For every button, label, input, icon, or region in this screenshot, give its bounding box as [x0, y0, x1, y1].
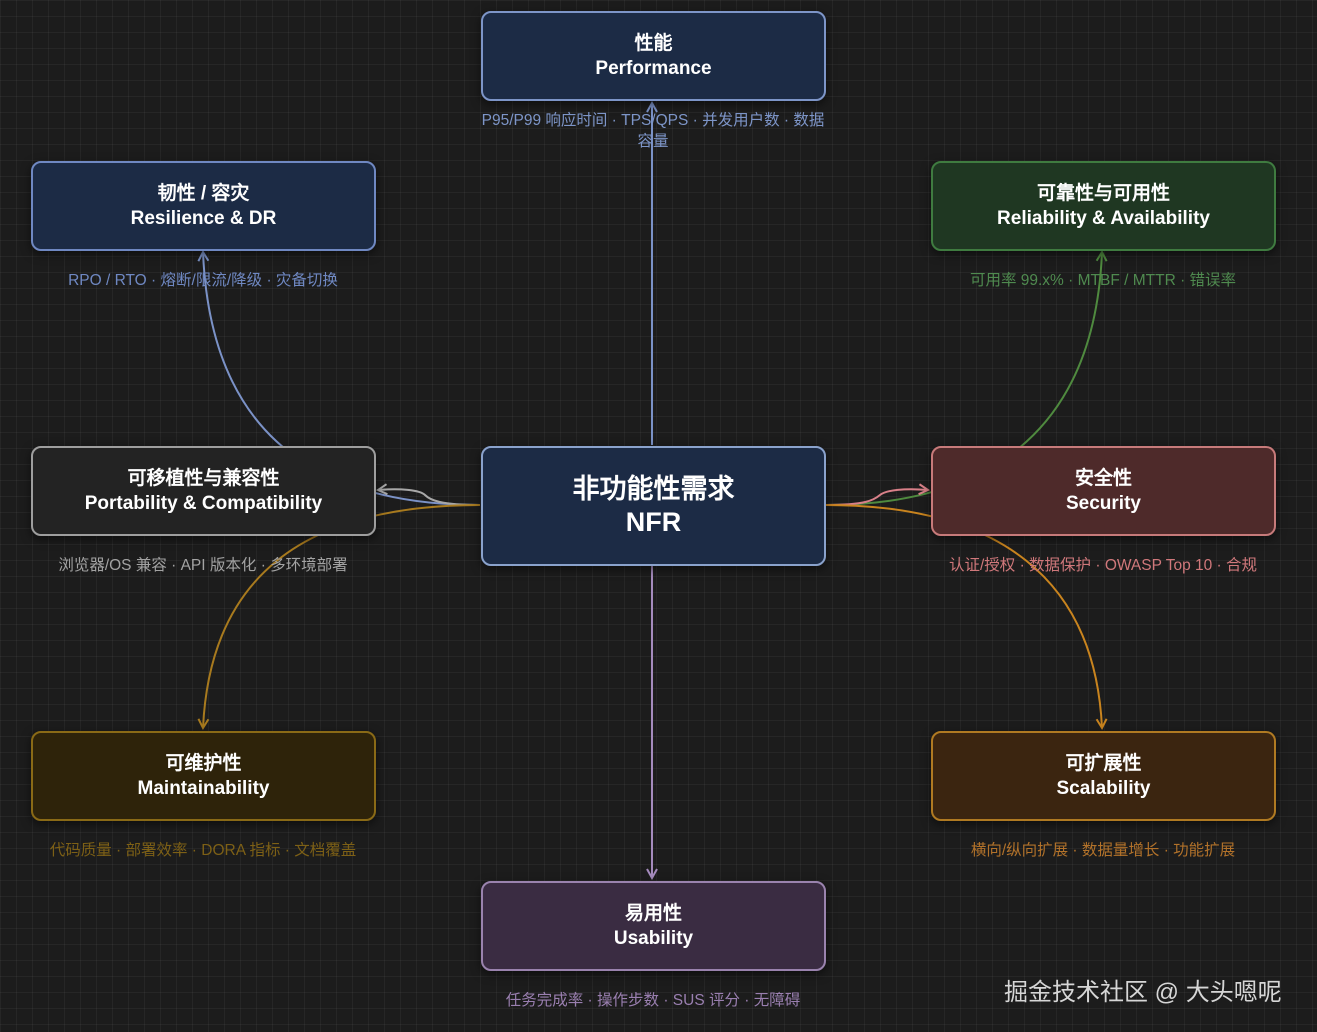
performance-node[interactable]: 性能 Performance [481, 11, 826, 101]
scalability-metrics: 横向/纵向扩展 · 数据量增长 · 功能扩展 [970, 842, 1236, 859]
resilience-title-en: Resilience & DR [130, 208, 277, 229]
reliability-title-en: Reliability & Availability [997, 208, 1210, 229]
maintainability-metrics: 代码质量 · 部署效率 · DORA 指标 · 文档覆盖 [49, 842, 357, 859]
portability-title-zh: 可移植性与兼容性 [127, 468, 280, 489]
resilience-metrics: RPO / RTO · 熔断/限流/降级 · 灾备切换 [68, 272, 338, 289]
reliability-metrics: 可用率 99.x% · MTBF / MTTR · 错误率 [969, 272, 1237, 289]
portability-title-en: Portability & Compatibility [84, 493, 323, 514]
resilience-node[interactable]: 韧性 / 容灾 Resilience & DR [31, 161, 376, 251]
security-title-en: Security [1066, 493, 1141, 514]
performance-metrics: P95/P99 响应时间 · TPS/QPS · 并发用户数 · 数据容量 [481, 112, 825, 150]
edge-to-security [825, 489, 928, 506]
security-metrics: 认证/授权 · 数据保护 · OWASP Top 10 · 合规 [948, 557, 1258, 574]
usability-title-en: Usability [613, 928, 694, 949]
watermark-text: 掘金技术社区 @ 大头嗯呢 [1004, 979, 1282, 1006]
edge-to-scalability [825, 504, 1102, 728]
security-title-zh: 安全性 [1074, 468, 1132, 489]
portability-metrics: 浏览器/OS 兼容 · API 版本化 · 多环境部署 [58, 557, 348, 574]
security-node[interactable]: 安全性 Security [931, 446, 1276, 536]
center-title-en: NFR [625, 507, 682, 537]
reliability-node[interactable]: 可靠性与可用性 Reliability & Availability [931, 161, 1276, 251]
reliability-title-zh: 可靠性与可用性 [1036, 183, 1170, 204]
center-title-zh: 非功能性需求 [572, 474, 735, 504]
portability-node[interactable]: 可移植性与兼容性 Portability & Compatibility [31, 446, 376, 536]
edge-to-portability [378, 489, 481, 506]
nfr-center-node[interactable]: 非功能性需求 NFR [481, 446, 826, 566]
maintainability-node[interactable]: 可维护性 Maintainability [31, 731, 376, 821]
scalability-title-zh: 可扩展性 [1065, 753, 1142, 774]
usability-metrics: 任务完成率 · 操作步数 · SUS 评分 · 无障碍 [505, 992, 801, 1009]
edge-to-reliability [825, 252, 1102, 506]
scalability-title-en: Scalability [1056, 778, 1151, 799]
maintainability-title-zh: 可维护性 [165, 753, 242, 774]
maintainability-title-en: Maintainability [137, 778, 270, 799]
performance-title-zh: 性能 [634, 33, 673, 54]
edge-to-resilience [203, 252, 481, 506]
resilience-title-zh: 韧性 / 容灾 [157, 183, 250, 204]
scalability-node[interactable]: 可扩展性 Scalability [931, 731, 1276, 821]
edge-to-maintainability [203, 504, 481, 728]
performance-title-en: Performance [595, 58, 712, 79]
usability-title-zh: 易用性 [624, 903, 682, 924]
usability-node[interactable]: 易用性 Usability [481, 881, 826, 971]
